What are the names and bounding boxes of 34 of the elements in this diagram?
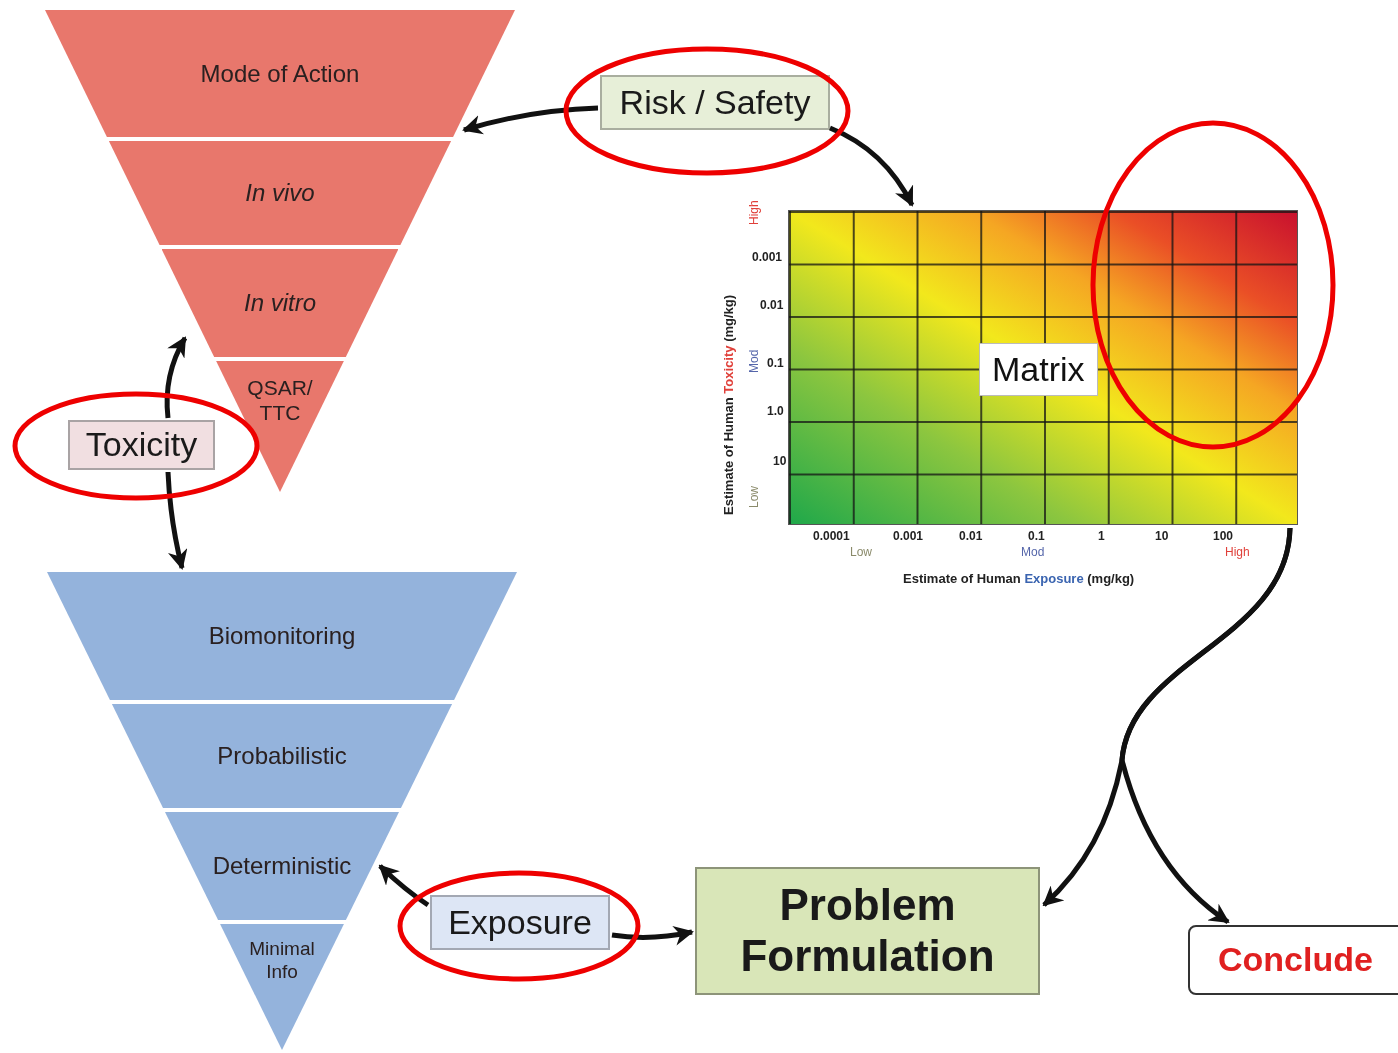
axis-title: (mg/kg) <box>1087 571 1135 586</box>
pyramid-tier: Deterministic <box>165 812 399 920</box>
axis-level-label: Mod <box>1021 546 1045 558</box>
category-label: Risk / Safety <box>600 75 830 130</box>
arrow <box>611 925 694 946</box>
axis-title-keyword: Exposure <box>1024 571 1084 586</box>
category-label: Toxicity <box>68 420 215 470</box>
axis-level-label: High <box>748 200 760 225</box>
pyramid-tier: Minimal Info <box>220 924 344 1050</box>
arrow <box>164 336 188 419</box>
arrow <box>829 125 915 207</box>
arrow <box>462 105 599 135</box>
process-box: Problem Formulation <box>695 867 1040 995</box>
arrow <box>378 864 430 908</box>
matrix-label: Matrix <box>979 343 1098 396</box>
axis-level-label: Mod <box>748 349 760 373</box>
axis-level-label: Low <box>748 486 760 508</box>
axis-title: Estimate of Human <box>903 571 1021 586</box>
pyramid-tier: Biomonitoring <box>47 572 517 700</box>
pyramid-tier: In vivo <box>108 141 452 245</box>
axis-level-label: High <box>1225 546 1250 558</box>
axis-level-label: Low <box>850 546 872 558</box>
axis-title-keyword: Toxicity <box>721 345 736 394</box>
axis-title: (mg/kg) <box>721 294 736 342</box>
category-label: Exposure <box>430 895 610 950</box>
conclusion-box: Conclude <box>1188 925 1398 995</box>
pyramid-tier: Mode of Action <box>45 10 515 137</box>
pyramid-tier: QSAR/ TTC <box>216 361 344 492</box>
arrow <box>1119 527 1293 925</box>
pyramid-tier: Probabilistic <box>111 704 453 808</box>
arrow <box>165 471 188 570</box>
heatmap-grid <box>788 210 1298 525</box>
pyramid-tier: In vitro <box>161 249 399 357</box>
axis-title: Estimate of Human <box>721 397 736 515</box>
